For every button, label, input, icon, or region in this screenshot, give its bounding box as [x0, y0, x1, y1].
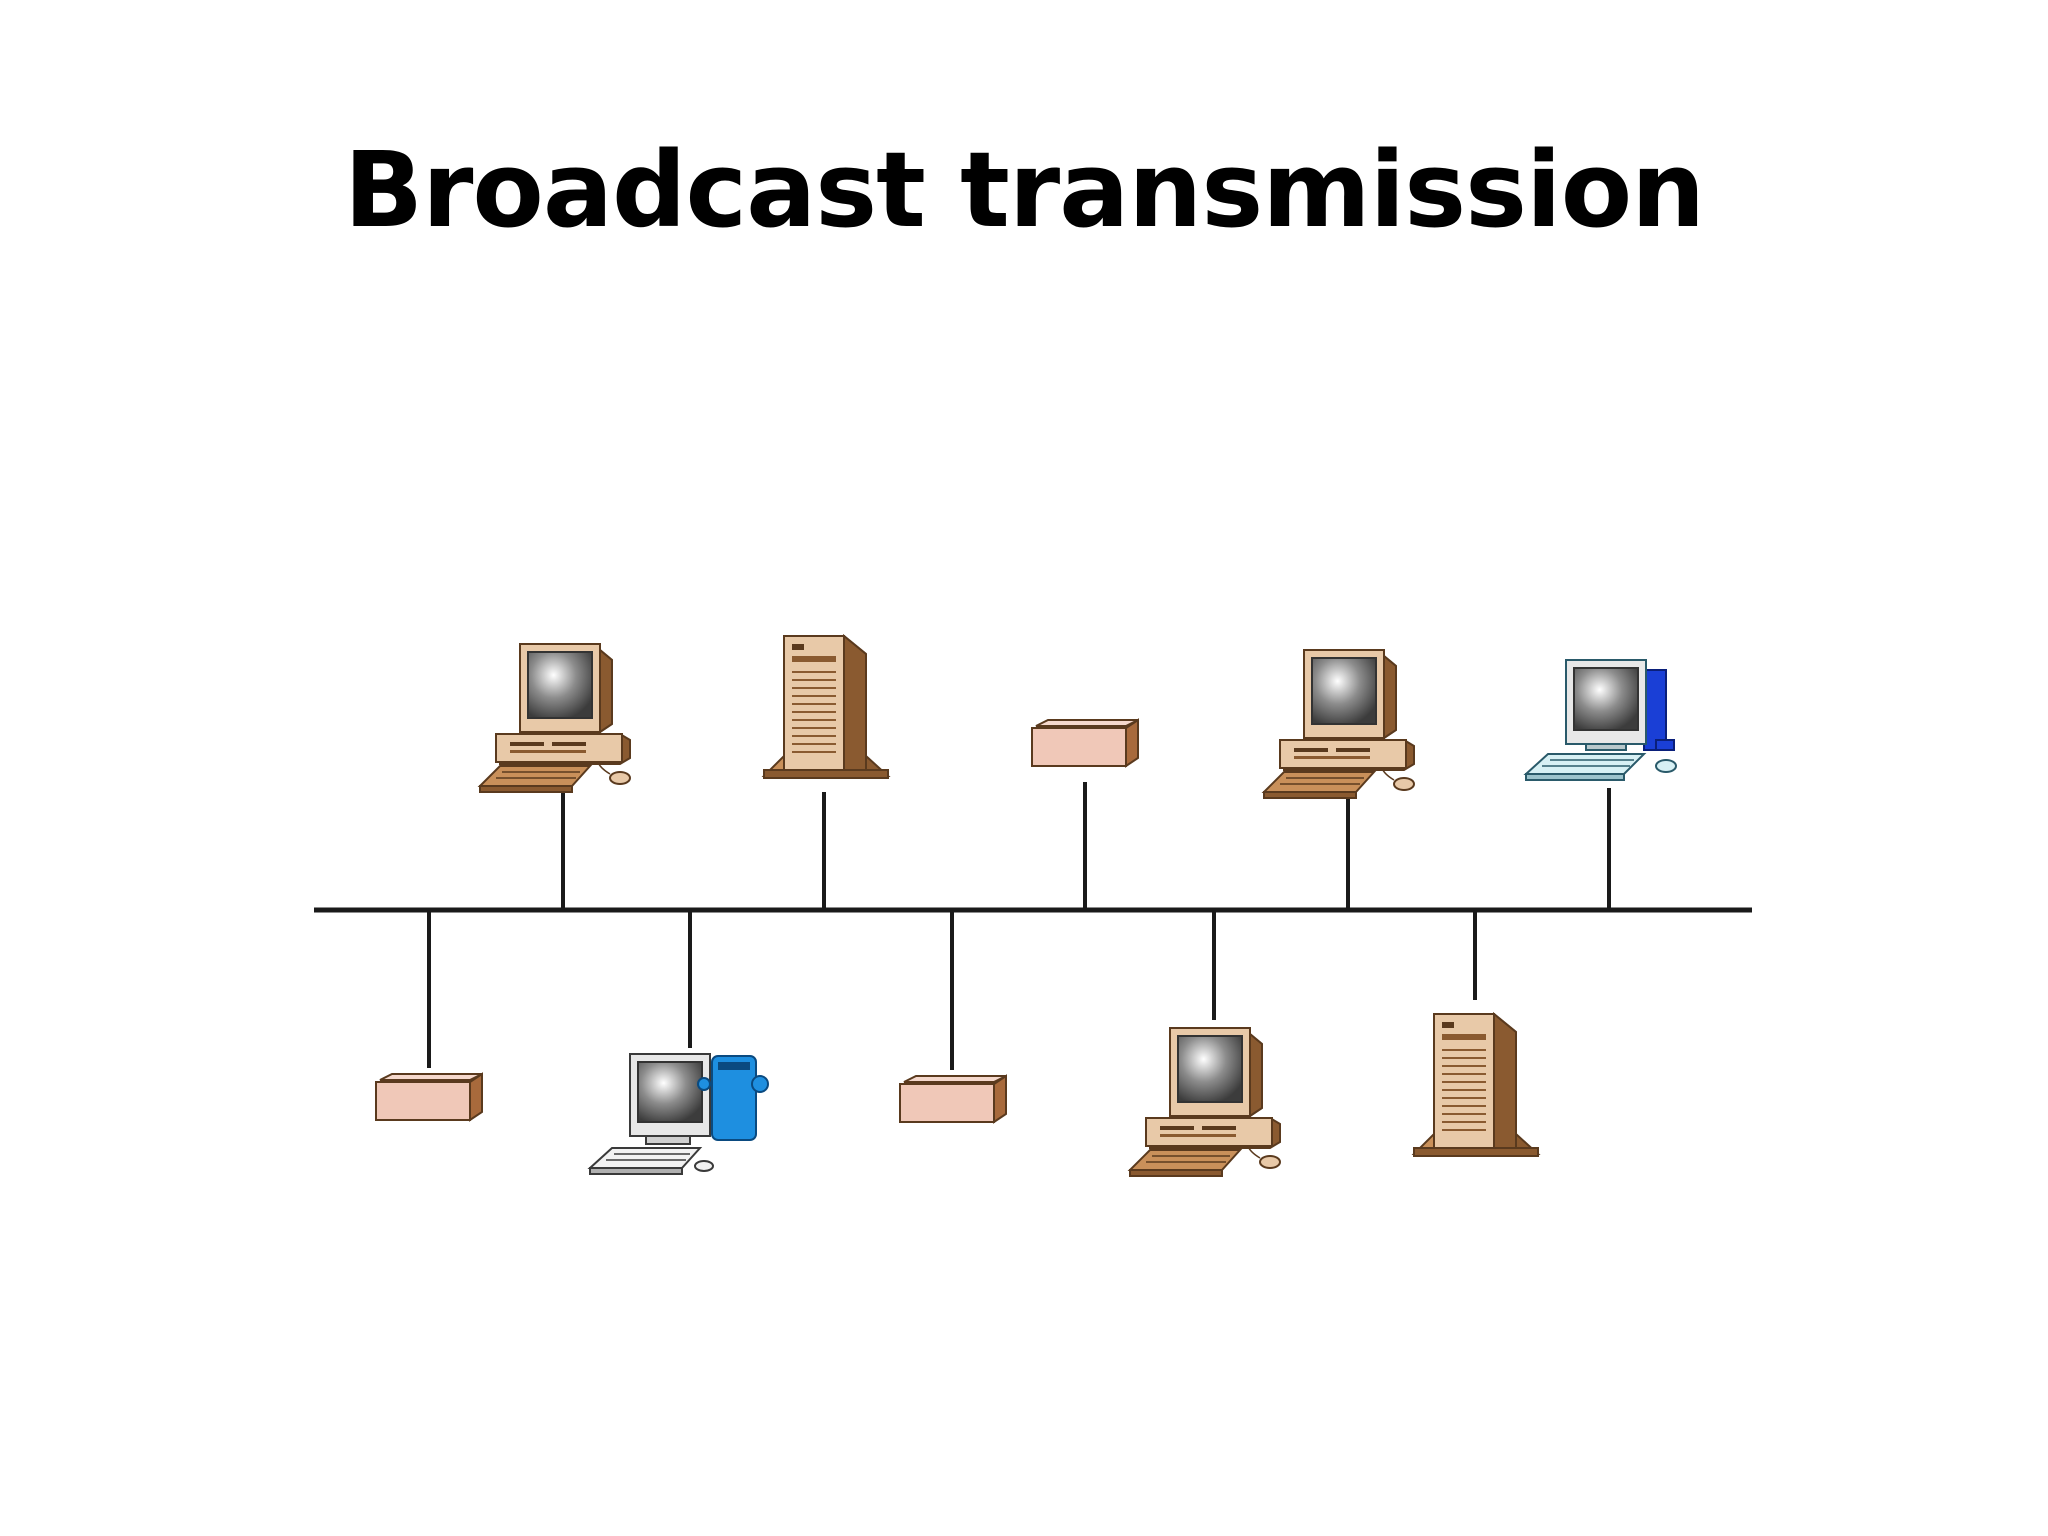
desktop-computer-cyan-icon	[589, 1053, 769, 1175]
tower-server-icon	[1413, 1013, 1539, 1157]
desktop-computer-icon	[1263, 649, 1415, 799]
network-hub-icon	[375, 1073, 483, 1121]
desktop-computer-icon	[479, 643, 631, 793]
desktop-computer-icon	[1129, 1027, 1281, 1177]
network-hub-icon	[899, 1075, 1007, 1123]
tower-server-icon	[763, 635, 889, 779]
slide-title: Broadcast transmission	[343, 129, 1705, 251]
top-drop-lines	[561, 782, 1611, 910]
bottom-drop-lines	[427, 910, 1477, 1070]
desktop-computer-blue-icon	[1525, 659, 1677, 781]
network-hub-icon	[1031, 719, 1139, 767]
